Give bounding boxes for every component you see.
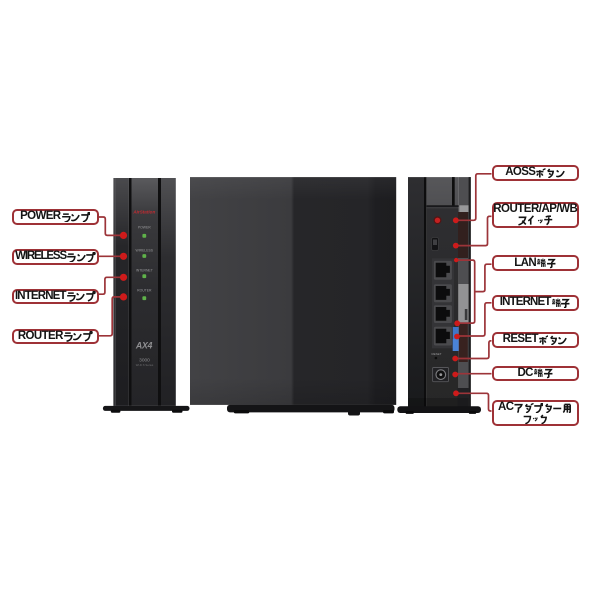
svg-text:Wi-Fi 6 Series: Wi-Fi 6 Series bbox=[136, 363, 154, 367]
svg-text:POWER: POWER bbox=[138, 226, 151, 230]
svg-text:RESET: RESET bbox=[431, 352, 441, 356]
svg-text:3000: 3000 bbox=[139, 357, 150, 363]
svg-text:AirStation: AirStation bbox=[132, 209, 155, 214]
svg-text:AX4: AX4 bbox=[135, 341, 153, 351]
svg-text:ROUTER: ROUTER bbox=[137, 289, 152, 293]
svg-text:INTERNET: INTERNET bbox=[136, 269, 153, 273]
svg-text:WIRELESS: WIRELESS bbox=[136, 248, 154, 252]
